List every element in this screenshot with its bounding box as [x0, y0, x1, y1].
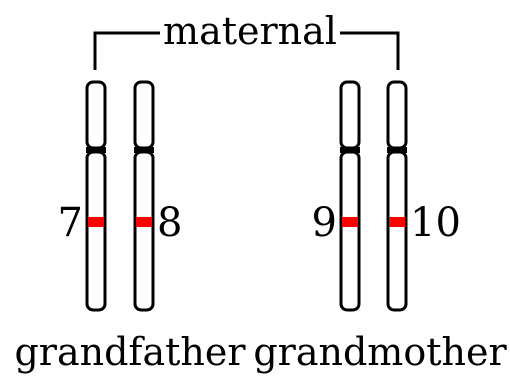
chromosome-upper-arm	[85, 80, 107, 150]
centromere	[86, 147, 106, 153]
chromosome-upper-arm	[386, 80, 408, 150]
bracket-right-arm	[340, 31, 400, 70]
bracket-left-arm	[93, 31, 160, 70]
chromosome-layer: 7 8 9 10	[58, 80, 461, 312]
chromosome-number-label: 7	[58, 200, 83, 246]
bracket-label: maternal	[163, 9, 337, 53]
chromosome-lower-arm	[85, 150, 107, 312]
chromosome-7: 7	[58, 80, 107, 312]
centromere	[387, 147, 407, 153]
maternal-bracket: maternal	[93, 9, 400, 70]
centromere	[134, 147, 154, 153]
chromosome-number-label: 9	[312, 200, 337, 246]
chromosome-8: 8	[133, 80, 182, 312]
caption-grandmother: grandmother	[253, 330, 507, 374]
chromosome-lower-arm	[339, 150, 361, 312]
chromosome-number-label: 8	[157, 200, 182, 246]
gene-band	[389, 217, 405, 227]
chromosome-upper-arm	[339, 80, 361, 150]
gene-band	[136, 217, 152, 227]
chromosome-number-label: 10	[410, 200, 461, 246]
chromosome-lower-arm	[133, 150, 155, 312]
centromere	[340, 147, 360, 153]
gene-band	[88, 217, 104, 227]
gene-band	[342, 217, 358, 227]
caption-grandfather: grandfather	[14, 330, 246, 374]
chromosome-upper-arm	[133, 80, 155, 150]
chromosome-9: 9	[312, 80, 361, 312]
chromosome-10: 10	[386, 80, 461, 312]
chromosome-lower-arm	[386, 150, 408, 312]
